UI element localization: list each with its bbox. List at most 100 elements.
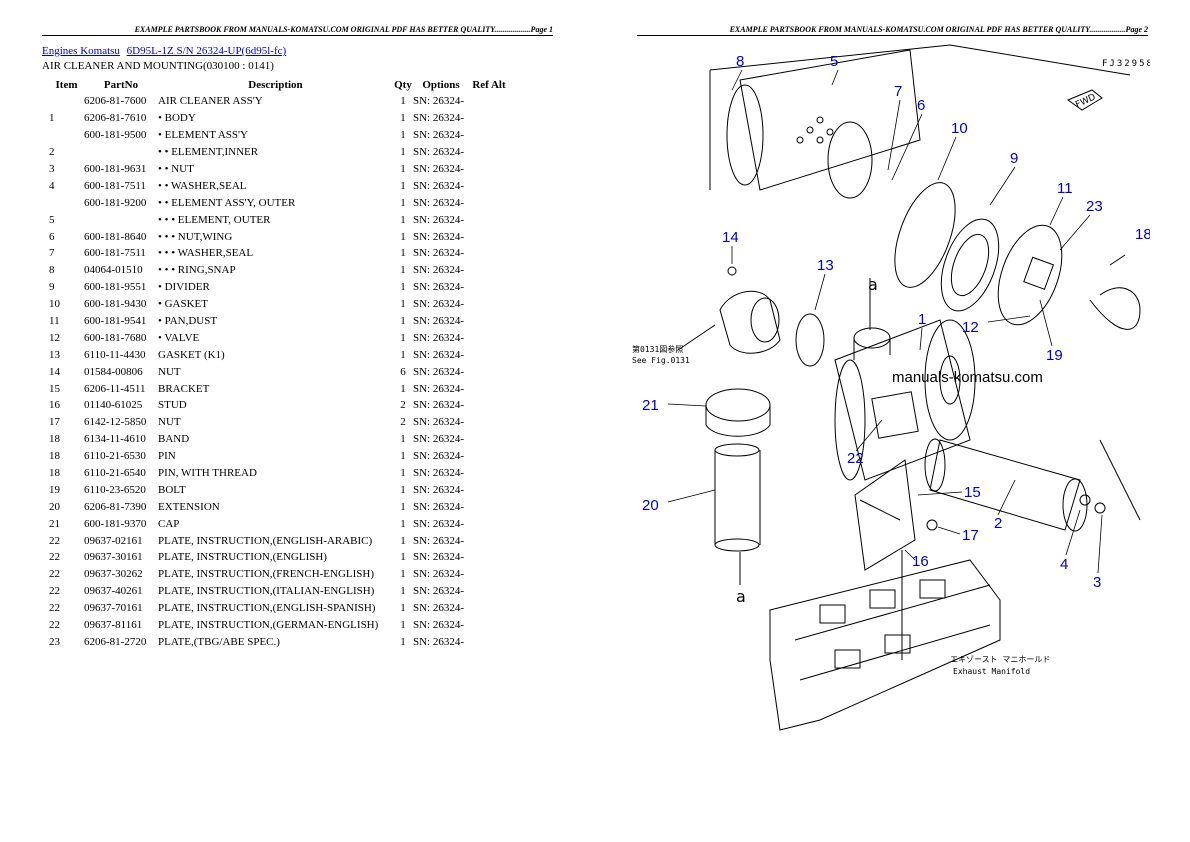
cell-partno: 6110-21-6540 — [84, 467, 146, 480]
cell-options: SN: 26324- — [413, 416, 465, 429]
cell-options: SN: 26324- — [413, 585, 465, 598]
cell-options: SN: 26324- — [413, 213, 465, 226]
cell-partno — [84, 144, 158, 161]
cell-qty: 1 — [400, 247, 406, 260]
cell-description: • • NUT — [158, 163, 194, 175]
cell-description: PLATE, INSTRUCTION,(GERMAN-ENGLISH) — [158, 619, 379, 632]
cell-description: PLATE, INSTRUCTION,(ENGLISH-ARABIC) — [158, 534, 373, 547]
cell-options: SN: 26324- — [413, 348, 465, 361]
cell-ref-alt — [469, 600, 509, 617]
callout-4: 4 — [1060, 556, 1068, 573]
cell-ref-alt — [469, 279, 509, 296]
cell-qty: 1 — [400, 500, 406, 513]
cell-item: 19 — [49, 483, 60, 496]
cell-description: PLATE,(TBG/ABE SPEC.) — [158, 635, 280, 648]
cell-qty: 1 — [400, 433, 406, 446]
cell-qty: 1 — [400, 551, 406, 564]
outer-element-drawing — [709, 44, 1131, 199]
cell-ref-alt — [469, 127, 509, 144]
cell-partno: 6110-11-4430 — [84, 348, 146, 361]
cell-partno: 09637-30262 — [84, 568, 143, 581]
cell-partno: 6110-23-6520 — [84, 483, 146, 496]
cell-qty: 1 — [400, 619, 406, 632]
cell-description: CAP — [158, 517, 180, 530]
cell-qty: 2 — [400, 416, 406, 429]
breadcrumb-link-model[interactable]: 6D95L-1Z S/N 26324-UP(6d95l-fc) — [126, 45, 287, 57]
cell-description: NUT — [158, 365, 181, 378]
cell-ref-alt — [469, 397, 509, 414]
cell-qty: 1 — [400, 315, 406, 328]
cell-options: SN: 26324- — [413, 450, 465, 463]
cell-qty: 1 — [400, 146, 406, 159]
cell-ref-alt — [469, 465, 509, 482]
cell-ref-alt — [469, 532, 509, 549]
cell-partno: 04064-01510 — [84, 264, 143, 277]
cell-ref-alt — [469, 617, 509, 634]
watermark: manuals-komatsu.com — [892, 369, 1043, 386]
breadcrumb-link-engines[interactable]: Engines Komatsu — [42, 45, 120, 57]
callout-10: 10 — [951, 120, 968, 137]
cell-item: 11 — [49, 315, 60, 328]
cell-options: SN: 26324- — [413, 95, 465, 108]
cell-partno: 6110-21-6530 — [84, 450, 146, 463]
cell-description: PLATE, INSTRUCTION,(FRENCH-ENGLISH) — [158, 568, 375, 581]
cell-qty: 1 — [400, 331, 406, 344]
cell-ref-alt — [469, 515, 509, 532]
cell-description: • • • WASHER,SEAL — [158, 247, 254, 260]
callout-23: 23 — [1086, 198, 1103, 215]
cell-item: 12 — [49, 331, 60, 344]
callout-7: 7 — [894, 83, 902, 100]
ref-a-bottom: a — [736, 587, 746, 606]
cell-qty: 1 — [400, 230, 406, 243]
cell-qty: 1 — [400, 568, 406, 581]
callout-labels: 8 5 7 6 10 9 11 23 18 14 13 1 12 19 21 2… — [642, 53, 1150, 591]
cell-partno: 600-181-9551 — [84, 281, 147, 294]
cell-options: SN: 26324- — [413, 315, 465, 328]
see-fig-jp: 第0131図参照 — [632, 344, 683, 354]
cell-partno: 600-181-9541 — [84, 315, 147, 328]
callout-21: 21 — [642, 397, 659, 414]
cell-options: SN: 26324- — [413, 146, 465, 159]
inner-element-drawing — [924, 438, 1141, 532]
cell-options: SN: 26324- — [413, 112, 465, 125]
callout-leader-lines — [667, 69, 1103, 574]
intake-elbow-drawing — [719, 266, 825, 367]
cell-options: SN: 26324- — [413, 433, 465, 446]
cell-partno: 6206-11-4511 — [84, 382, 146, 395]
cell-qty: 1 — [400, 163, 406, 175]
cell-qty: 1 — [400, 95, 406, 108]
cell-partno: 09637-81161 — [84, 619, 143, 632]
cell-qty: 1 — [400, 213, 406, 226]
cell-partno: 6206-81-7610 — [84, 112, 147, 125]
cell-qty: 1 — [400, 348, 406, 361]
cell-partno: 600-181-7511 — [84, 247, 146, 260]
cell-options: SN: 26324- — [413, 281, 465, 294]
cell-options: SN: 26324- — [413, 129, 465, 142]
callout-13: 13 — [817, 257, 834, 274]
section-title: AIR CLEANER AND MOUNTING(030100 : 0141) — [42, 60, 274, 72]
cell-qty: 1 — [400, 129, 406, 142]
callout-12: 12 — [962, 319, 979, 336]
cell-options: SN: 26324- — [413, 551, 465, 564]
cell-description: STUD — [158, 399, 187, 412]
cell-qty: 1 — [400, 585, 406, 598]
cell-ref-alt — [469, 296, 509, 313]
cell-item: 22 — [49, 602, 60, 615]
col-header-partno: PartNo — [103, 78, 139, 91]
cell-item: 18 — [49, 433, 60, 446]
cell-description: • • ELEMENT ASS'Y, OUTER — [158, 196, 296, 209]
cell-item: 22 — [49, 619, 60, 632]
cell-ref-alt — [469, 313, 509, 330]
cell-ref-alt — [469, 363, 509, 380]
